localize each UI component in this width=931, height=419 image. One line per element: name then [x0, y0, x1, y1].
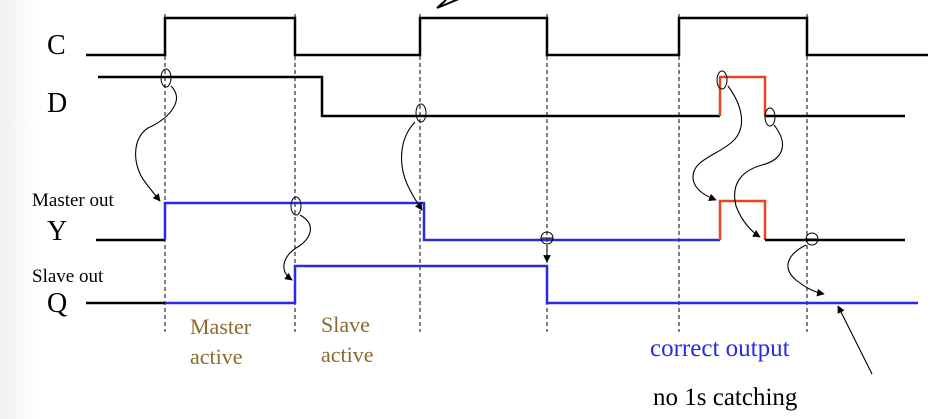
input-d-glitch	[718, 75, 767, 116]
clock-edge-guides	[164, 14, 808, 332]
arrow-d-glitch-to-y-rise	[692, 85, 743, 202]
phase-label-slave-line1: Slave	[321, 312, 370, 337]
arrow-correct-output	[837, 305, 873, 375]
annotation-no-ones-catching: no 1s catching	[653, 384, 798, 411]
arrow-d-to-y-edge3	[401, 121, 423, 211]
marker-y-edge2	[290, 196, 302, 216]
signal-label-master-out: Master out	[32, 190, 115, 211]
marker-d-glitch-rise	[716, 70, 728, 90]
arrow-d-glitch-to-y-fall	[734, 124, 784, 238]
phase-label-master-line2: active	[190, 344, 243, 369]
input-d-waveform	[98, 75, 720, 118]
master-y-waveform-blue	[163, 201, 720, 242]
marker-d-glitch-fall	[764, 107, 776, 127]
annotation-correct-output: correct output	[650, 335, 790, 362]
arrow-y-to-q-edge6	[787, 244, 825, 297]
phase-label-slave-line2: active	[321, 342, 374, 367]
signal-label-c: C	[47, 30, 66, 61]
causal-arrows	[135, 85, 873, 375]
marker-d-edge3	[415, 103, 427, 123]
marker-d-edge1	[160, 68, 172, 88]
arrow-y-to-q-edge2	[283, 214, 311, 281]
signal-label-q: Q	[47, 288, 67, 319]
arrow-d-to-y-edge1	[135, 85, 177, 202]
phase-label-master-line1: Master	[190, 314, 252, 339]
signal-label-d: D	[47, 88, 67, 119]
clock-c-waveform	[86, 16, 928, 57]
master-y-glitch	[718, 199, 767, 240]
top-arrow-mark	[436, 0, 459, 9]
signal-label-slave-out: Slave out	[32, 266, 104, 287]
signal-label-y: Y	[47, 216, 67, 247]
slave-q-waveform	[165, 264, 918, 305]
sample-markers	[160, 68, 819, 246]
